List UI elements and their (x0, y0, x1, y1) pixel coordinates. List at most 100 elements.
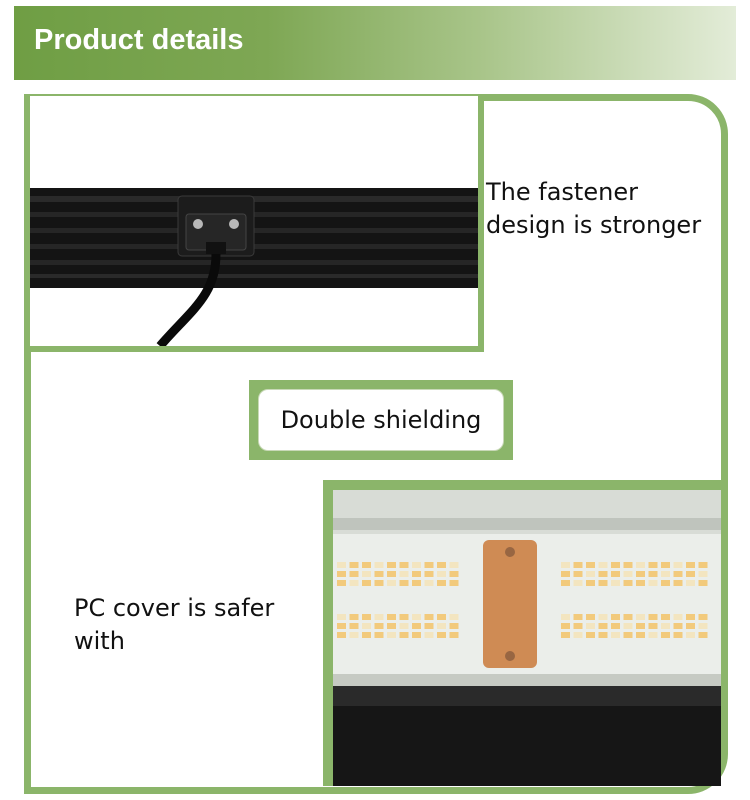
led-chip (437, 614, 446, 620)
pc-cover-caption: PC cover is safer with (74, 592, 314, 658)
led-chip (387, 571, 396, 577)
led-chip (623, 562, 633, 568)
led-chip (362, 562, 371, 568)
led-chip (561, 571, 570, 577)
led-chip (387, 562, 396, 568)
led-chip (598, 580, 608, 586)
led-chip (661, 614, 670, 620)
led-chip (623, 623, 633, 629)
led-chip (586, 623, 595, 629)
led-chip (636, 571, 645, 577)
led-chip (424, 632, 434, 638)
led-chip (349, 571, 359, 577)
led-chip (374, 614, 384, 620)
led-chip (449, 614, 459, 620)
led-chip (598, 562, 608, 568)
led-chip (437, 580, 446, 586)
led-chip (623, 614, 633, 620)
led-chip (349, 632, 359, 638)
led-chip (636, 562, 645, 568)
led-chip (598, 632, 608, 638)
led-chip (412, 614, 421, 620)
led-chip (623, 580, 633, 586)
led-chip (349, 580, 359, 586)
led-chip (412, 580, 421, 586)
led-chip (424, 571, 434, 577)
led-chip (412, 632, 421, 638)
led-chip (374, 562, 384, 568)
led-chip (362, 571, 371, 577)
double-shielding-badge: Double shielding (249, 380, 513, 460)
fastener-caption-line1: The fastener (486, 178, 638, 206)
led-chip (337, 614, 346, 620)
led-chip (698, 614, 708, 620)
led-chip (387, 614, 396, 620)
header-banner: Product details (14, 6, 736, 80)
led-chip (586, 614, 595, 620)
led-chip (573, 562, 583, 568)
led-chip (449, 632, 459, 638)
led-chip (698, 571, 708, 577)
led-chip (636, 623, 645, 629)
led-chip (399, 614, 409, 620)
led-chip (586, 632, 595, 638)
led-chip (686, 623, 695, 629)
led-chip (362, 623, 371, 629)
pc-cover-photo-inner (333, 490, 721, 786)
led-chip (337, 632, 346, 638)
led-chip (648, 614, 658, 620)
led-chip (399, 632, 409, 638)
led-chip (648, 562, 658, 568)
led-chip (673, 571, 683, 577)
led-chip (412, 562, 421, 568)
led-chip (374, 580, 384, 586)
led-chip (611, 562, 620, 568)
led-chip (636, 580, 645, 586)
led-chip (661, 632, 670, 638)
pc-cover-caption-line2: with (74, 627, 125, 655)
led-chip (437, 623, 446, 629)
led-chip (437, 632, 446, 638)
badge-inner: Double shielding (258, 389, 504, 451)
led-chip (648, 623, 658, 629)
led-chip (686, 562, 695, 568)
led-chip (611, 623, 620, 629)
led-chip (673, 623, 683, 629)
led-chip (337, 571, 346, 577)
fastener-illustration (30, 96, 478, 346)
led-chip (661, 571, 670, 577)
led-chip (337, 580, 346, 586)
led-chip (611, 580, 620, 586)
led-chip (686, 580, 695, 586)
led-chip (636, 632, 645, 638)
pc-cover-photo (323, 480, 721, 786)
fastener-caption: The fastener design is stronger (486, 176, 726, 242)
led-chip (399, 571, 409, 577)
led-chip (698, 562, 708, 568)
led-panel-illustration (333, 490, 721, 786)
led-chip (673, 580, 683, 586)
fastener-photo (30, 96, 484, 352)
led-chip (661, 562, 670, 568)
led-chip (349, 614, 359, 620)
led-chip (598, 614, 608, 620)
led-chip (636, 614, 645, 620)
led-chip (362, 614, 371, 620)
led-chip (673, 632, 683, 638)
led-chip (623, 632, 633, 638)
led-chip (362, 632, 371, 638)
led-chip (673, 562, 683, 568)
led-chip (573, 632, 583, 638)
led-chip (648, 632, 658, 638)
led-chip (686, 632, 695, 638)
led-chip (412, 571, 421, 577)
led-chip (337, 562, 346, 568)
led-chip (561, 623, 570, 629)
led-chip (449, 571, 459, 577)
led-chip (573, 614, 583, 620)
led-chip (611, 571, 620, 577)
led-chip (561, 562, 570, 568)
led-chip (586, 580, 595, 586)
led-chip (337, 623, 346, 629)
led-chip (399, 623, 409, 629)
